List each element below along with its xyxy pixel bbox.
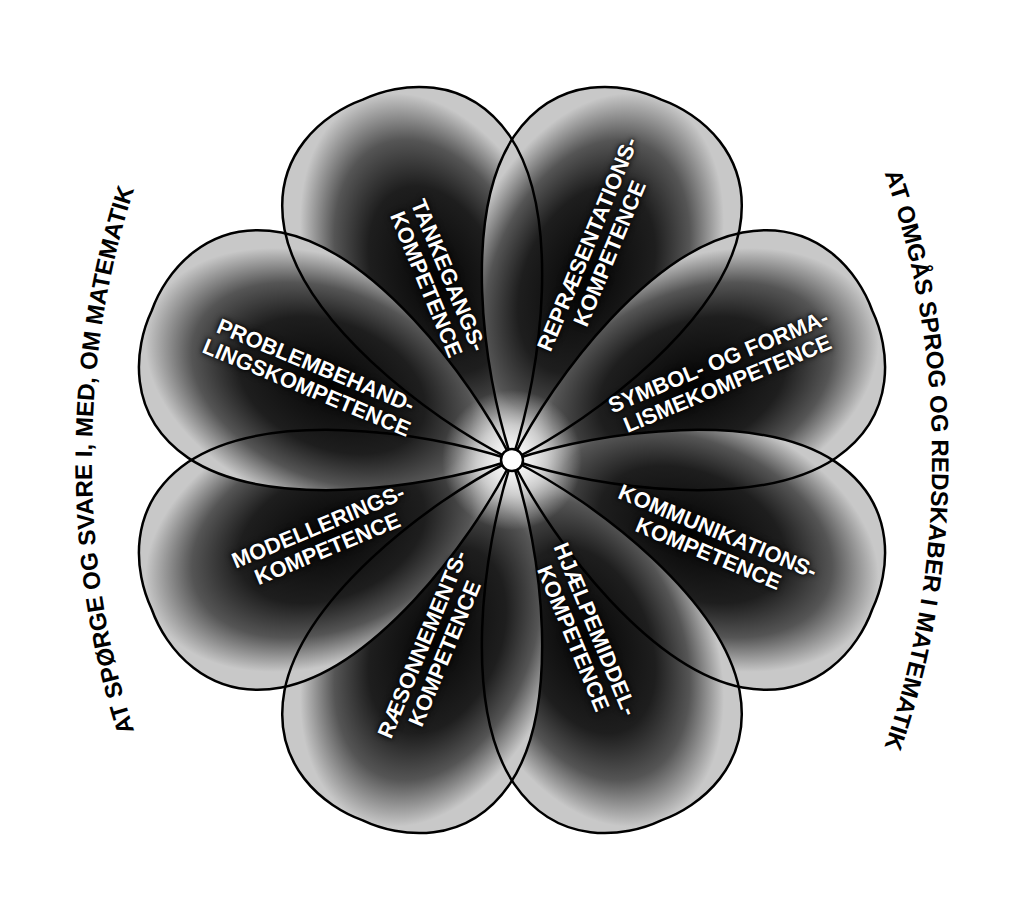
competence-label: SYMBOL- OG FORMA- LISMEKOMPETENCE (604, 305, 840, 439)
petal-outlines (104, 52, 920, 868)
competence-label: RÆSONNEMENTS- KOMPETENCE (373, 547, 494, 751)
center-circle (501, 449, 523, 471)
competence-petal: MODELLERINGS- KOMPETENCE (223, 476, 423, 602)
competence-petal: HJÆLPEMIDDEL- KOMPETENCE (521, 534, 647, 734)
competence-petal: KOMMUNIKATIONS- KOMPETENCE (601, 475, 827, 611)
competence-label: REPRÆSENTATIONS- KOMPETENCE (533, 134, 665, 364)
arc-label: AT SPØRGE OG SVARE I, MED, OM MATEMATIK (70, 182, 139, 738)
competence-label: MODELLERINGS- KOMPETENCE (228, 481, 417, 596)
arc-label: AT OMGÅS SPROG OG REDSKABER I MATEMATIK (879, 166, 954, 755)
competence-petal: SYMBOL- OG FORMA- LISMEKOMPETENCE (599, 300, 846, 445)
competence-petal: PROBLEMBEHAND- LINGSKOMPETENCE (193, 306, 428, 446)
competence-label: HJÆLPEMIDDEL- KOMPETENCE (527, 539, 642, 728)
competence-petal: REPRÆSENTATIONS- KOMPETENCE (528, 129, 670, 369)
petal-fills (104, 52, 920, 868)
competence-label: PROBLEMBEHAND- LINGSKOMPETENCE (199, 312, 423, 441)
competence-label: KOMMUNIKATIONS- KOMPETENCE (606, 480, 821, 605)
competence-petal: RÆSONNEMENTS- KOMPETENCE (368, 542, 500, 757)
competence-label: TANKEGANGS- KOMPETENCE (384, 195, 490, 364)
center-glow (442, 390, 582, 530)
competence-petal: TANKEGANGS- KOMPETENCE (379, 190, 496, 369)
